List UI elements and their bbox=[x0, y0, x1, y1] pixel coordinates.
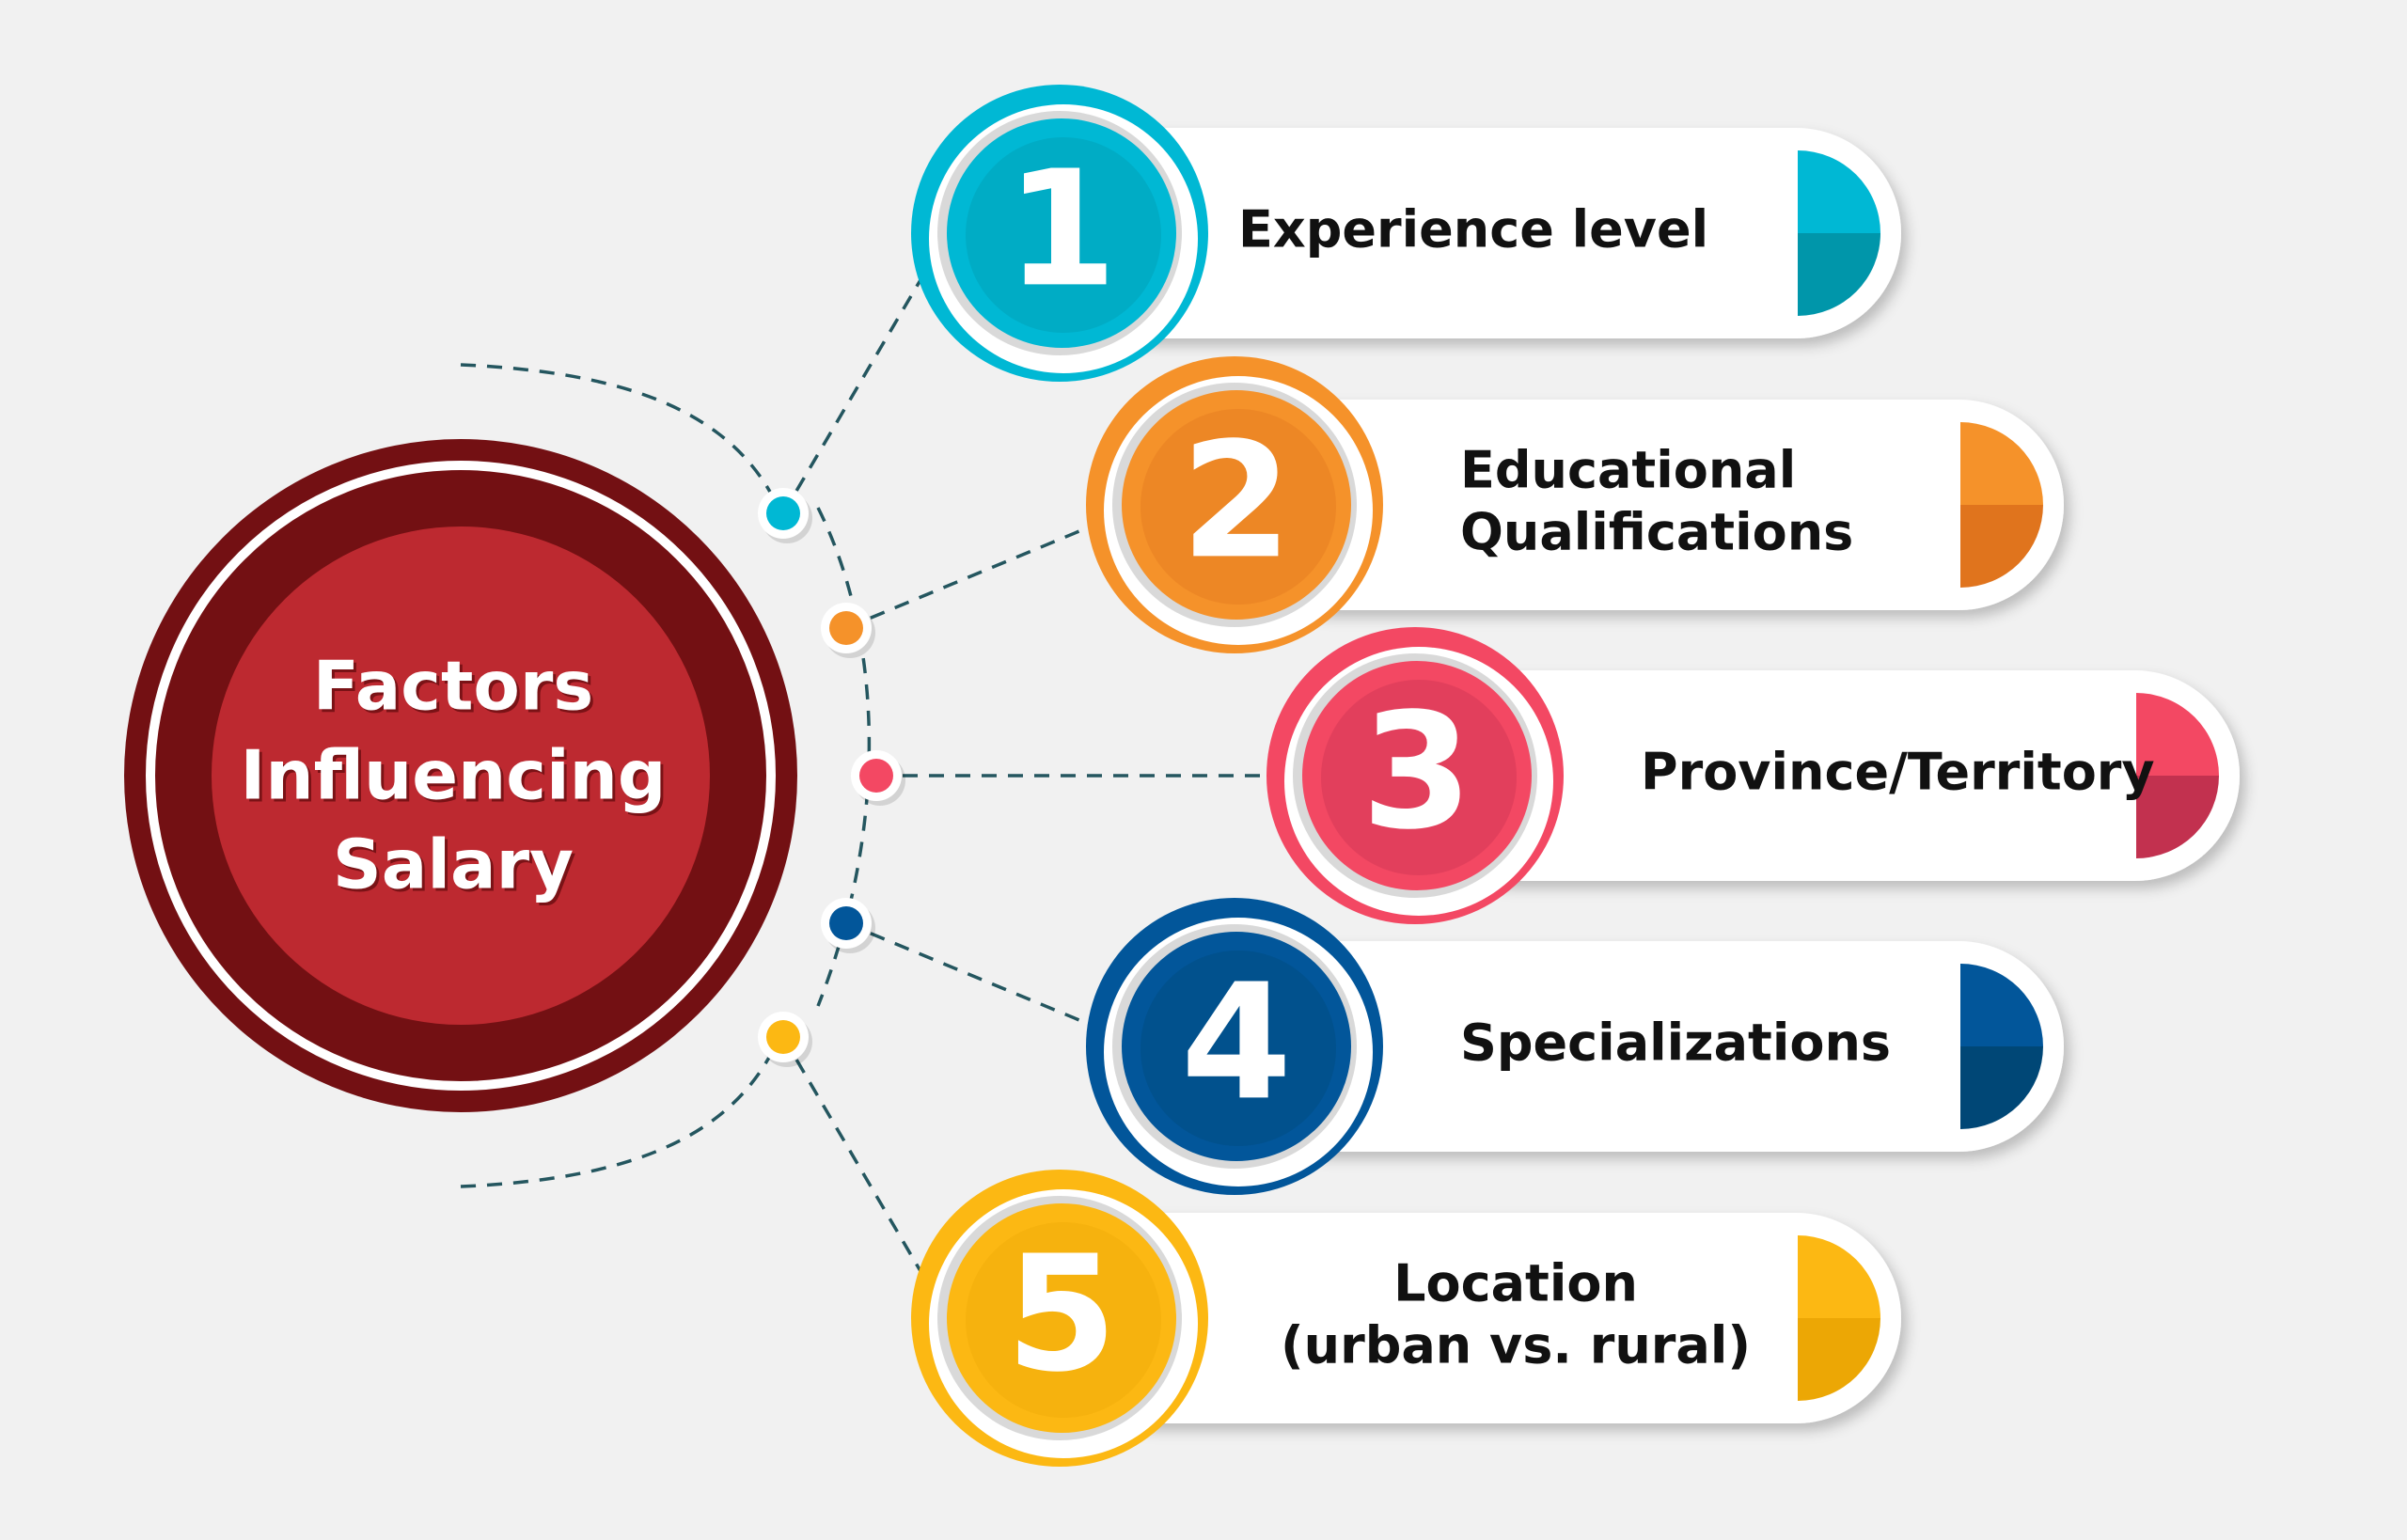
teal-number-circle bbox=[947, 118, 1176, 348]
factor-number: 4 bbox=[1181, 950, 1292, 1136]
factor-card bbox=[1050, 1213, 1901, 1423]
factor-label-line: Experience level bbox=[1238, 200, 1708, 259]
number-inner-shade bbox=[1141, 951, 1336, 1146]
factor-label-line: Location bbox=[1393, 1254, 1638, 1313]
connector-line bbox=[845, 921, 1099, 1029]
connector-line bbox=[781, 274, 925, 514]
pink-number-circle bbox=[1302, 661, 1532, 890]
factor-list: 1 Experience level 2 EducationalQualificati… bbox=[911, 85, 2240, 1467]
hub-white-ring bbox=[146, 461, 776, 1091]
factor-label-line: (urban vs. rural) bbox=[1281, 1316, 1751, 1375]
number-inner-shade bbox=[966, 1222, 1161, 1418]
lower-outer-arc bbox=[460, 1033, 782, 1188]
factor-item-1: 1 Experience level bbox=[911, 85, 1901, 382]
blue-number-circle bbox=[1122, 932, 1351, 1161]
connector-dot bbox=[766, 496, 800, 530]
connector-line bbox=[781, 1036, 925, 1278]
factor-number: 5 bbox=[1006, 1221, 1117, 1407]
factor-label-line: Qualifications bbox=[1460, 503, 1853, 562]
connector-dot bbox=[766, 1020, 800, 1054]
hub-title-line: Factors bbox=[313, 647, 593, 726]
hub-title-line: Influencing bbox=[241, 736, 667, 815]
factor-label-line: Educational bbox=[1460, 441, 1796, 500]
card-cap-bottom bbox=[1960, 1046, 2043, 1129]
card-cap-top bbox=[2136, 693, 2219, 776]
number-inner-shade bbox=[1321, 680, 1517, 875]
factor-number: 1 bbox=[1006, 136, 1117, 322]
card-cap-bottom bbox=[2136, 776, 2219, 858]
factor-card bbox=[1225, 941, 2064, 1152]
factor-item-5: 5 Location(urban vs. rural) bbox=[911, 1170, 1901, 1467]
connector-dot bbox=[859, 759, 893, 793]
number-inner-shade bbox=[966, 137, 1161, 333]
connector-dot bbox=[829, 611, 863, 645]
card-cap-bottom bbox=[1798, 1318, 1880, 1401]
factor-item-4: 4 Specializations bbox=[1086, 898, 2064, 1195]
dashed-connectors bbox=[758, 274, 1279, 1278]
card-cap-top bbox=[1798, 1235, 1880, 1318]
factor-card bbox=[1050, 128, 1901, 338]
card-cap-bottom bbox=[1960, 505, 2043, 588]
connector-dot bbox=[829, 906, 863, 940]
card-cap-top bbox=[1798, 150, 1880, 233]
factor-label-line: Province/Territory bbox=[1641, 743, 2155, 802]
factor-label-line: Specializations bbox=[1460, 1014, 1891, 1073]
hub-inner-disc bbox=[212, 526, 710, 1025]
factor-card bbox=[1406, 670, 2240, 881]
upper-outer-arc bbox=[460, 363, 782, 513]
factor-number: 2 bbox=[1181, 408, 1292, 594]
factor-item-3: 3 Province/Territory bbox=[1266, 627, 2240, 924]
orange-number-circle bbox=[1122, 390, 1351, 620]
yellow-number-circle bbox=[947, 1203, 1176, 1433]
card-cap-top bbox=[1960, 422, 2043, 505]
number-inner-shade bbox=[1141, 409, 1336, 605]
card-cap-bottom bbox=[1798, 233, 1880, 316]
card-cap-top bbox=[1960, 964, 2043, 1046]
factor-card bbox=[1225, 400, 2064, 610]
hub-title-line: Salary bbox=[333, 825, 574, 904]
factor-number: 3 bbox=[1361, 679, 1472, 865]
connector-line bbox=[845, 522, 1099, 630]
